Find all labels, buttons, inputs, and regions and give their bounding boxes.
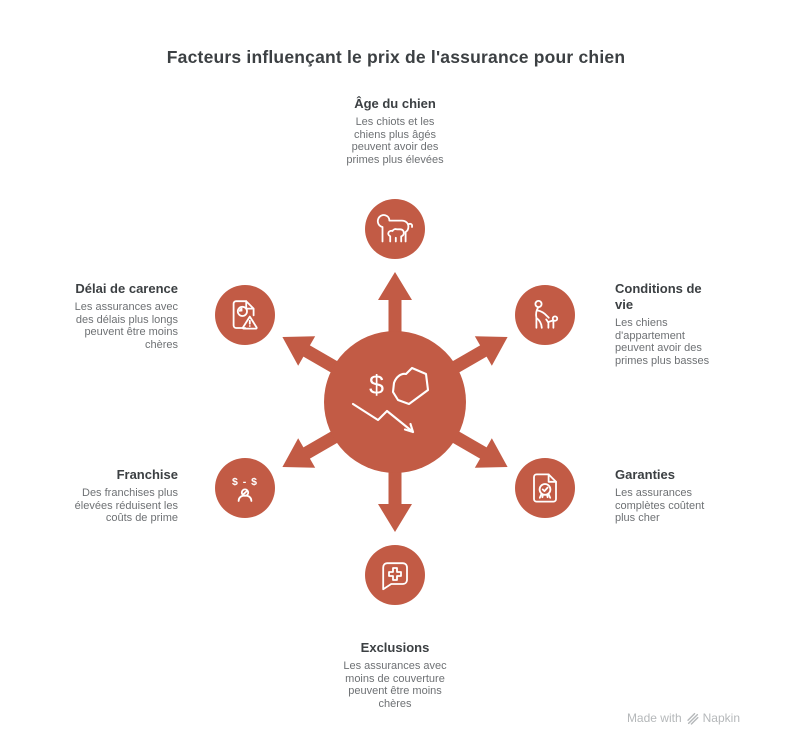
- made-with-napkin-watermark: Made with Napkin: [627, 711, 740, 725]
- factor-description: Les assurances avec moins de couverture …: [343, 660, 447, 710]
- factor-circle-conditions: [515, 285, 575, 345]
- certificate-document-icon: [533, 473, 557, 503]
- factor-label: Exclusions: [360, 640, 430, 655]
- document-clock-warning-icon: [232, 300, 258, 330]
- factor-label: Âge du chien: [354, 96, 436, 111]
- factor-block-delai: Délai de carence Les assurances avec des…: [66, 281, 178, 351]
- medical-cross-speech-bubble-icon: [382, 562, 408, 591]
- factor-description: Des franchises plus élevées réduisent le…: [74, 487, 178, 524]
- dollar-minus-dollar-person-icon: $ - $: [232, 476, 258, 502]
- person-walking-dog-icon: [534, 299, 559, 329]
- dollar-minus-dollar-text: $ - $: [232, 476, 258, 488]
- dog-head-shape: [391, 366, 430, 406]
- factor-block-age: Âge du chien Les chiots et les chiens pl…: [341, 96, 449, 166]
- central-hub: $: [324, 331, 466, 473]
- factor-circle-exclusions: [365, 545, 425, 605]
- page-title: Facteurs influençant le prix de l'assura…: [166, 47, 626, 67]
- decline-zigzag-arrow: [351, 402, 415, 434]
- factor-block-conditions: Conditions de vie Les chiens d'apparteme…: [615, 281, 717, 367]
- factor-circle-age: [365, 199, 425, 259]
- factor-label: Conditions de vie: [615, 281, 702, 312]
- dog-with-puppy-icon: [376, 214, 414, 243]
- watermark-brand: Napkin: [702, 711, 740, 725]
- factor-label: Franchise: [116, 467, 178, 482]
- factor-description: Les chiens d'appartement peuvent avoir d…: [615, 317, 710, 367]
- watermark-prefix: Made with: [626, 711, 682, 725]
- central-circle: [324, 331, 466, 473]
- factor-description: Les assurances complètes coûtent plus ch…: [615, 487, 705, 524]
- factor-block-franchise: Franchise Des franchises plus élevées ré…: [66, 467, 178, 525]
- factor-label: Délai de carence: [75, 281, 178, 296]
- dollar-glyph: $: [369, 370, 384, 400]
- factor-circle-franchise: $ - $: [215, 458, 275, 518]
- factor-circle-delai: [215, 285, 275, 345]
- factor-block-exclusions: Exclusions Les assurances avec moins de …: [339, 640, 451, 710]
- factor-circle-garanties: [515, 458, 575, 518]
- factor-block-garanties: Garanties Les assurances complètes coûte…: [615, 467, 717, 525]
- dog-price-decrease-icon: $: [351, 366, 430, 434]
- factor-label: Garanties: [615, 467, 675, 482]
- napkin-logo-icon: [686, 712, 699, 725]
- factor-description: Les assurances avec des délais plus long…: [74, 301, 178, 351]
- factor-description: Les chiots et les chiens plus âgés peuve…: [346, 116, 444, 166]
